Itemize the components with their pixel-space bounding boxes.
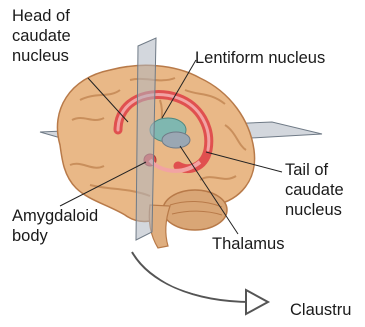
label-line: Tail of xyxy=(285,160,344,180)
section-arrow xyxy=(132,252,268,314)
label-head-of-caudate-nucleus: Head of caudate nucleus xyxy=(12,6,132,66)
label-line: body xyxy=(12,226,98,246)
label-line: caudate xyxy=(12,26,132,46)
label-line: Amygdaloid xyxy=(12,206,98,226)
label-thalamus: Thalamus xyxy=(212,234,284,254)
brain-cerebellum xyxy=(163,190,227,230)
label-claustrum: Claustru xyxy=(290,300,351,320)
label-tail-of-caudate-nucleus: Tail of caudate nucleus xyxy=(285,160,344,220)
label-line: nucleus xyxy=(12,46,132,66)
thalamus xyxy=(162,132,190,148)
label-line: nucleus xyxy=(285,200,344,220)
label-amygdaloid-body: Amygdaloid body xyxy=(12,206,98,246)
label-lentiform-nucleus: Lentiform nucleus xyxy=(195,48,325,68)
brain-cerebrum xyxy=(57,65,254,221)
label-line: caudate xyxy=(285,180,344,200)
label-line: Head of xyxy=(12,6,132,26)
